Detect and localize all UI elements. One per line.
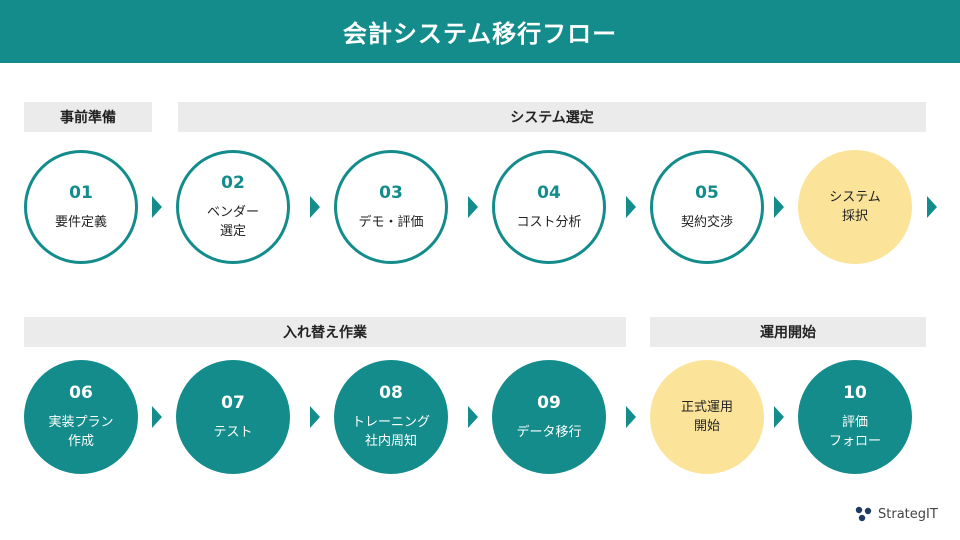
step-number: 03 (379, 182, 403, 203)
step-label: デモ・評価 (358, 214, 424, 230)
logo-text: StrategIT (878, 506, 938, 522)
step-label: システム 採択 (829, 190, 881, 224)
step-07: 07 テスト (176, 360, 290, 474)
step-number: 09 (537, 392, 561, 413)
step-label: トレーニング 社内周知 (351, 415, 430, 449)
step-02: 02 ベンダー 選定 (176, 150, 290, 264)
step-official-operation: 正式運用 開始 (650, 360, 764, 474)
step-label: 正式運用 開始 (680, 400, 733, 434)
step-number: 04 (537, 182, 561, 203)
step-number: 10 (843, 383, 867, 403)
arrow-icon (774, 196, 784, 218)
arrow-icon (468, 196, 478, 218)
step-label: 要件定義 (54, 214, 107, 230)
step-number: 07 (221, 392, 245, 413)
phase-prep: 事前準備 (24, 102, 152, 132)
logo-icon (855, 506, 872, 522)
step-label: 実装プラン 作成 (48, 415, 114, 449)
step-label: データ移行 (516, 424, 582, 440)
phase-switch-work: 入れ替え作業 (24, 317, 626, 347)
step-number: 05 (695, 182, 719, 203)
arrow-icon (152, 196, 162, 218)
arrow-icon (626, 196, 636, 218)
step-03: 03 デモ・評価 (334, 150, 448, 264)
phase-system-selection: システム選定 (178, 102, 926, 132)
step-04: 04 コスト分析 (492, 150, 606, 264)
arrow-icon (626, 406, 636, 428)
step-05: 05 契約交渉 (650, 150, 764, 264)
phase-operation-start: 運用開始 (650, 317, 926, 347)
step-system-adoption: システム 採択 (798, 150, 912, 264)
step-number: 08 (379, 383, 403, 403)
step-number: 02 (221, 173, 245, 193)
step-label: ベンダー 選定 (206, 205, 259, 239)
step-10: 10 評価 フォロー (798, 360, 912, 474)
step-label: コスト分析 (516, 214, 582, 230)
arrow-icon (774, 406, 784, 428)
arrow-icon (468, 406, 478, 428)
arrow-icon (310, 406, 320, 428)
step-number: 06 (69, 383, 93, 403)
page-title: 会計システム移行フロー (0, 0, 960, 63)
step-label: テスト (213, 424, 253, 440)
step-06: 06 実装プラン 作成 (24, 360, 138, 474)
arrow-icon (152, 406, 162, 428)
step-label: 契約交渉 (680, 214, 733, 230)
step-label: 評価 フォロー (828, 415, 881, 449)
arrow-icon (927, 196, 937, 218)
arrow-icon (310, 196, 320, 218)
step-number: 01 (69, 182, 93, 203)
step-01: 01 要件定義 (24, 150, 138, 264)
step-08: 08 トレーニング 社内周知 (334, 360, 448, 474)
step-09: 09 データ移行 (492, 360, 606, 474)
brand-logo: StrategIT (854, 505, 938, 523)
